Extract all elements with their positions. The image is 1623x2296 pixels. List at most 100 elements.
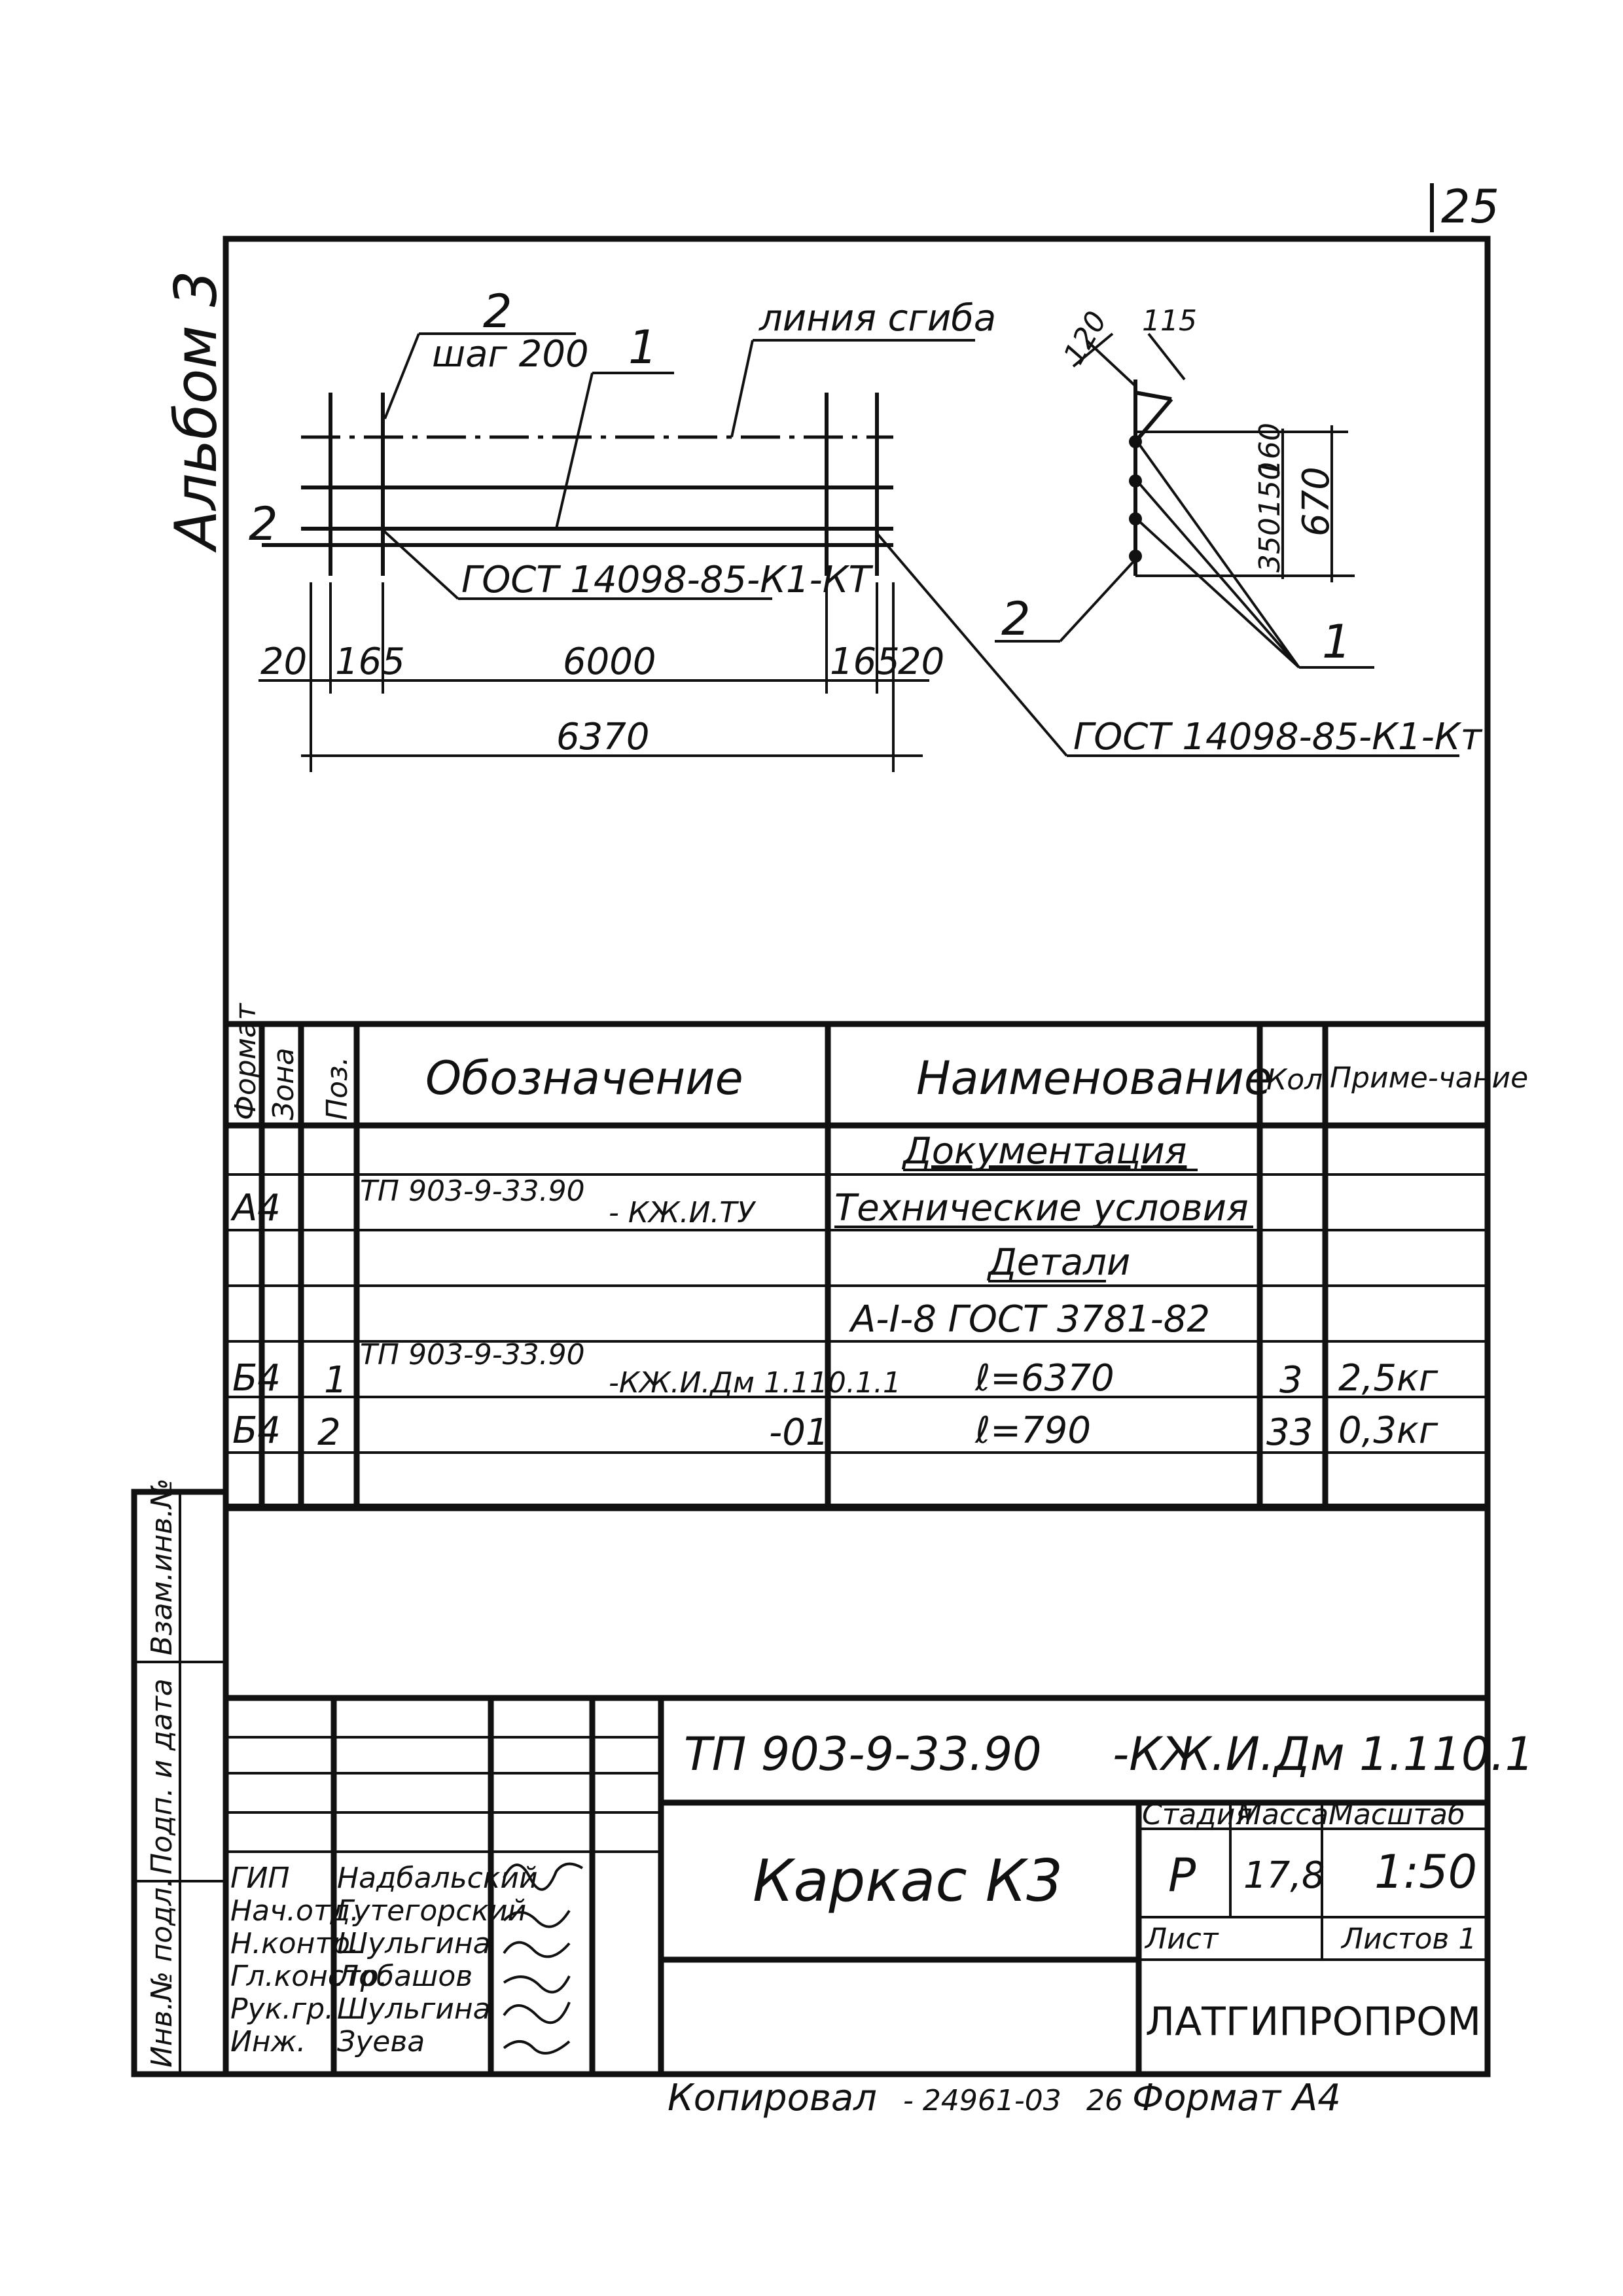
mass-value: 17,8 [1243,1854,1325,1897]
album-label: Альбом 3 [162,270,230,553]
footer-num: 26 [1086,2084,1123,2117]
row-section-details: Детали [986,1241,1130,1284]
frame-elevation-view: 2 шаг 200 1 линия сгиба 2 ГОСТ 14098-85-… [249,285,996,772]
role-label: Н.контр. [230,1927,359,1960]
row-5-format: Б4 [232,1409,281,1452]
dim-6370: 6370 [556,716,650,758]
header-note: Приме-чание [1330,1061,1528,1095]
header-format: Формат [229,1002,262,1120]
drawing-frame [223,236,1491,2077]
side-podp-data: Подп. и дата [145,1678,179,1875]
leader-line [382,529,459,600]
stage-label: Стадия [1142,1798,1253,1831]
organization-name: ЛАТГИПРОПРОМ [1145,1999,1481,2045]
role-label: Гл.констр. [230,1960,388,1993]
frame-section-view: 120 115 350 150 160 670 1 2 ГОСТ 14098-8… [876,304,1483,758]
footer-format: Формат А4 [1132,2077,1341,2119]
row-4-name: ℓ=6370 [974,1357,1115,1400]
title-doc-code: ТП 903-9-33.90 [684,1727,1042,1781]
row-5-designation-suffix: -01 [769,1411,829,1454]
row-5-qty: 33 [1266,1411,1313,1454]
row-section-documentation: Документация [901,1130,1186,1173]
header-pos: Поз. [321,1057,354,1120]
title-drawing-name: Каркас К3 [753,1847,1063,1915]
title-doc-suffix: -КЖ.И.Дм 1.110.1 [1113,1727,1534,1781]
row-4-pos: 1 [324,1359,348,1402]
leader-line [876,532,1068,757]
dim-150: 150 [1253,462,1287,517]
footer-copied: Копировал [668,2077,877,2119]
signature [503,1975,571,1994]
leader-line [1137,442,1300,669]
row-3-name: A-I-8 ГОСТ 3781-82 [849,1298,1210,1341]
signature [503,2002,571,2024]
stage-value: Р [1168,1848,1196,1902]
header-name: Наименование [916,1051,1272,1105]
dimension-line [1147,332,1186,381]
row-5-note: 0,3кг [1338,1409,1438,1452]
dimension-line [1072,332,1114,368]
bend-line-label: линия сгиба [758,297,996,340]
row-1-designation-suffix: - КЖ.И.ТУ [609,1196,757,1229]
row-1-name: Технические условия [834,1187,1249,1229]
person-name: Гутегорский [337,1894,526,1928]
side-inv-podl: Инв.№ подл. [145,1878,179,2068]
dim-120: 120 [1057,306,1113,370]
dim-20-left: 20 [260,641,307,683]
mark-1-right: 1 [1322,615,1351,669]
signature [503,1909,571,1928]
signature [503,2040,571,2055]
leader-line [730,340,754,438]
role-label: Инж. [230,2025,306,2058]
person-name: Лобашов [336,1960,473,1993]
step-label: шаг 200 [432,333,589,376]
signature [503,1862,584,1891]
role-label: ГИП [230,1862,290,1895]
mark-2-right: 2 [1001,592,1031,646]
gost-label-left: ГОСТ 14098-85-К1-КТ [461,559,874,601]
leader-line [1137,520,1300,669]
row-1-designation: ТП 903-9-33.90 [360,1174,585,1208]
dim-20-right: 20 [898,641,944,683]
row-5-pos: 2 [317,1411,341,1454]
bent-bar [1135,391,1172,401]
dim-115: 115 [1142,304,1197,338]
person-name: Шульгина [337,1927,491,1960]
person-name: Шульгина [337,1992,491,2026]
header-designation: Обозначение [425,1051,743,1105]
dim-165-right: 165 [830,641,900,683]
dim-6000: 6000 [563,641,656,683]
mark-1-left: 1 [628,321,658,374]
gost-label-right: ГОСТ 14098-85-К1-Кт [1073,716,1483,758]
row-4-qty: 3 [1279,1359,1303,1402]
bar-point [1129,550,1142,563]
signature [503,1941,571,1958]
row-4-designation: ТП 903-9-33.90 [360,1338,585,1371]
person-name: Надбальский [337,1862,538,1895]
dim-160: 160 [1253,423,1287,478]
leader-line [383,333,420,419]
specification-table: Формат Зона Поз. Обозначение Наименовани… [226,1002,1528,1511]
leader-line [555,372,594,529]
row-4-note: 2,5кг [1338,1357,1438,1400]
row-4-designation-suffix: -КЖ.И.Дм 1.110.1.1 [609,1366,901,1400]
dim-165-left: 165 [335,641,405,683]
scale-value: 1:50 [1374,1845,1477,1899]
title-block: ТП 903-9-33.90 -КЖ.И.Дм 1.110.1 Каркас К… [226,1695,1534,2074]
leader-line [1137,482,1300,669]
side-stamp: Взам.инв.№ Подп. и дата Инв.№ подл. [131,1478,229,2077]
dim-670: 670 [1295,467,1338,537]
scale-label: Масштаб [1329,1798,1465,1831]
sheets-label: Листов 1 [1340,1922,1476,1956]
page-number: 25 [1441,180,1499,234]
row-4-format: Б4 [232,1357,281,1400]
person-name: Зуева [337,2025,425,2058]
bent-bar [1133,398,1173,443]
mark-2-top: 2 [483,285,512,338]
row-5-name: ℓ=790 [974,1409,1091,1452]
footer-order: - 24961-03 [903,2084,1061,2117]
row-1-format: А4 [230,1187,281,1229]
header-qty: Кол. [1266,1063,1332,1097]
role-label: Нач.отд. [230,1894,359,1928]
